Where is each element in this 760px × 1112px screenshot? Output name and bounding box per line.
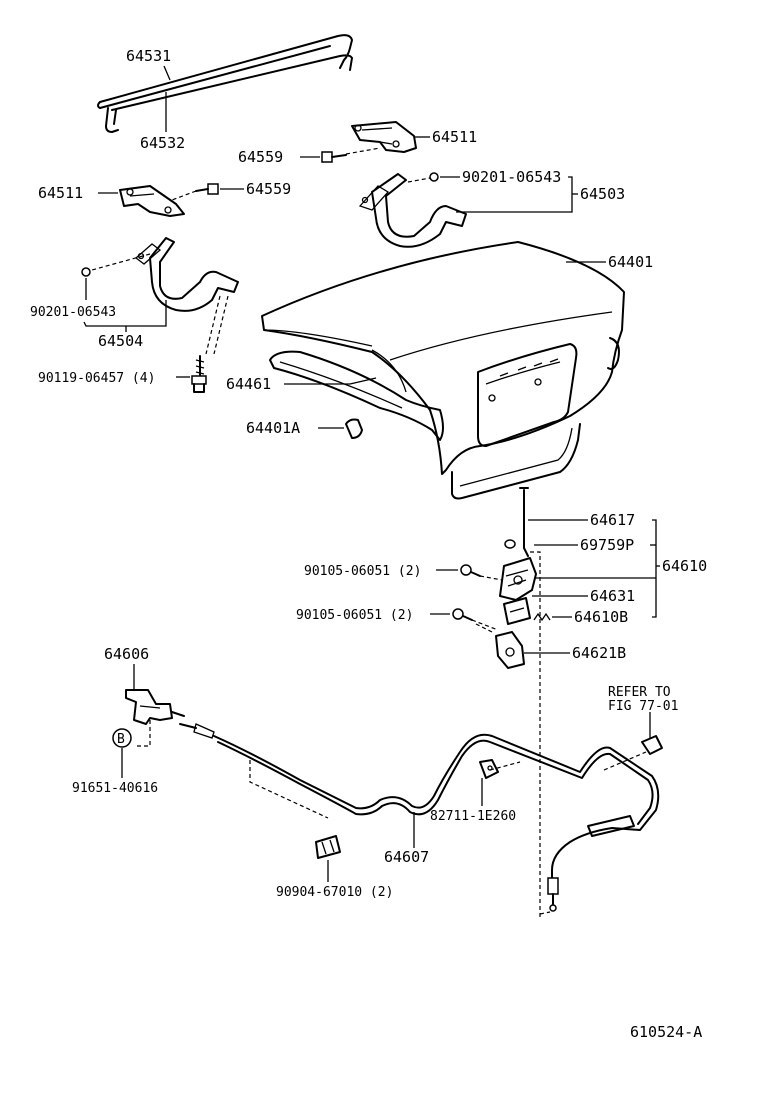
label-64606: 64606 [104,645,149,663]
bolt-64559-right-drawing [321,147,381,163]
stud-bolt-90119-drawing [191,355,207,393]
torsion-bar-64531-drawing [97,34,353,133]
clamp-90904-drawing [315,835,341,859]
clamp-82711-drawing [479,759,499,779]
label-64503: 64503 [580,185,625,203]
nut-90201-left [81,267,91,277]
label-90119: 90119-06457 (4) [38,371,155,386]
label-64621B: 64621B [572,644,626,662]
bumper-64401A-drawing [345,418,363,439]
clip-69759P-drawing [504,539,516,549]
bolt-64559-left-drawing [171,183,219,201]
label-90201-right: 90201-06543 [462,168,561,186]
label-64610B: 64610B [574,608,628,626]
cable-64607-drawing [179,723,660,915]
label-64401: 64401 [608,253,653,271]
label-64461: 64461 [226,375,271,393]
label-refer-line1: REFER TO [608,685,671,700]
trunk-lid-64401-drawing [261,241,625,475]
cap-91651-drawing: B [112,728,132,748]
hinge-64504-drawing [91,237,239,355]
label-69759P: 69759P [580,536,634,554]
screw-90105-bottom-drawing [452,608,499,631]
hinge-bracket-right-drawing [351,121,417,153]
label-64631: 64631 [590,587,635,605]
svg-text:64532: 64532 [140,134,185,152]
figure-id: 610524-A [630,1023,702,1041]
latch-64610-drawing [499,551,541,920]
label-64617: 64617 [590,511,635,529]
weatherstrip-64461-drawing [269,350,581,500]
label-64559-left: 64559 [246,180,291,198]
label-90201-left: 90201-06543 [30,305,116,320]
label-64401A: 64401A [246,419,300,437]
label-90904: 90904-67010 (2) [276,885,393,900]
label-91651: 91651-40616 [72,781,158,796]
label-64607: 64607 [384,848,429,866]
hinge-bracket-left-drawing [119,185,185,217]
label-90105-bottom: 90105-06051 (2) [296,608,413,623]
lock-rod-64617-drawing [519,487,529,557]
screw-90105-top-drawing [460,564,503,581]
label-refer-line2: FIG 77-01 [608,699,678,714]
label-64532: 64532 [140,134,185,152]
svg-text:64531: 64531 [126,47,171,65]
label-82711: 82711-1E260 [430,809,516,824]
label-64511-right: 64511 [432,128,477,146]
label-64610: 64610 [662,557,707,575]
clip-refer-drawing [641,735,663,755]
hinge-64503-drawing [358,173,467,248]
label-64511-left: 64511 [38,184,83,202]
spring-64610B-drawing [533,612,551,622]
label-90105-top: 90105-06051 (2) [304,564,421,579]
circle-B-marker: B [117,732,125,747]
release-lever-64606-drawing [125,689,185,747]
label-64531: 64531 [126,47,171,65]
label-64559-right: 64559 [238,148,283,166]
nut-90201-right [429,172,439,182]
label-64504: 64504 [98,332,143,350]
striker-64621B-drawing [475,623,525,669]
